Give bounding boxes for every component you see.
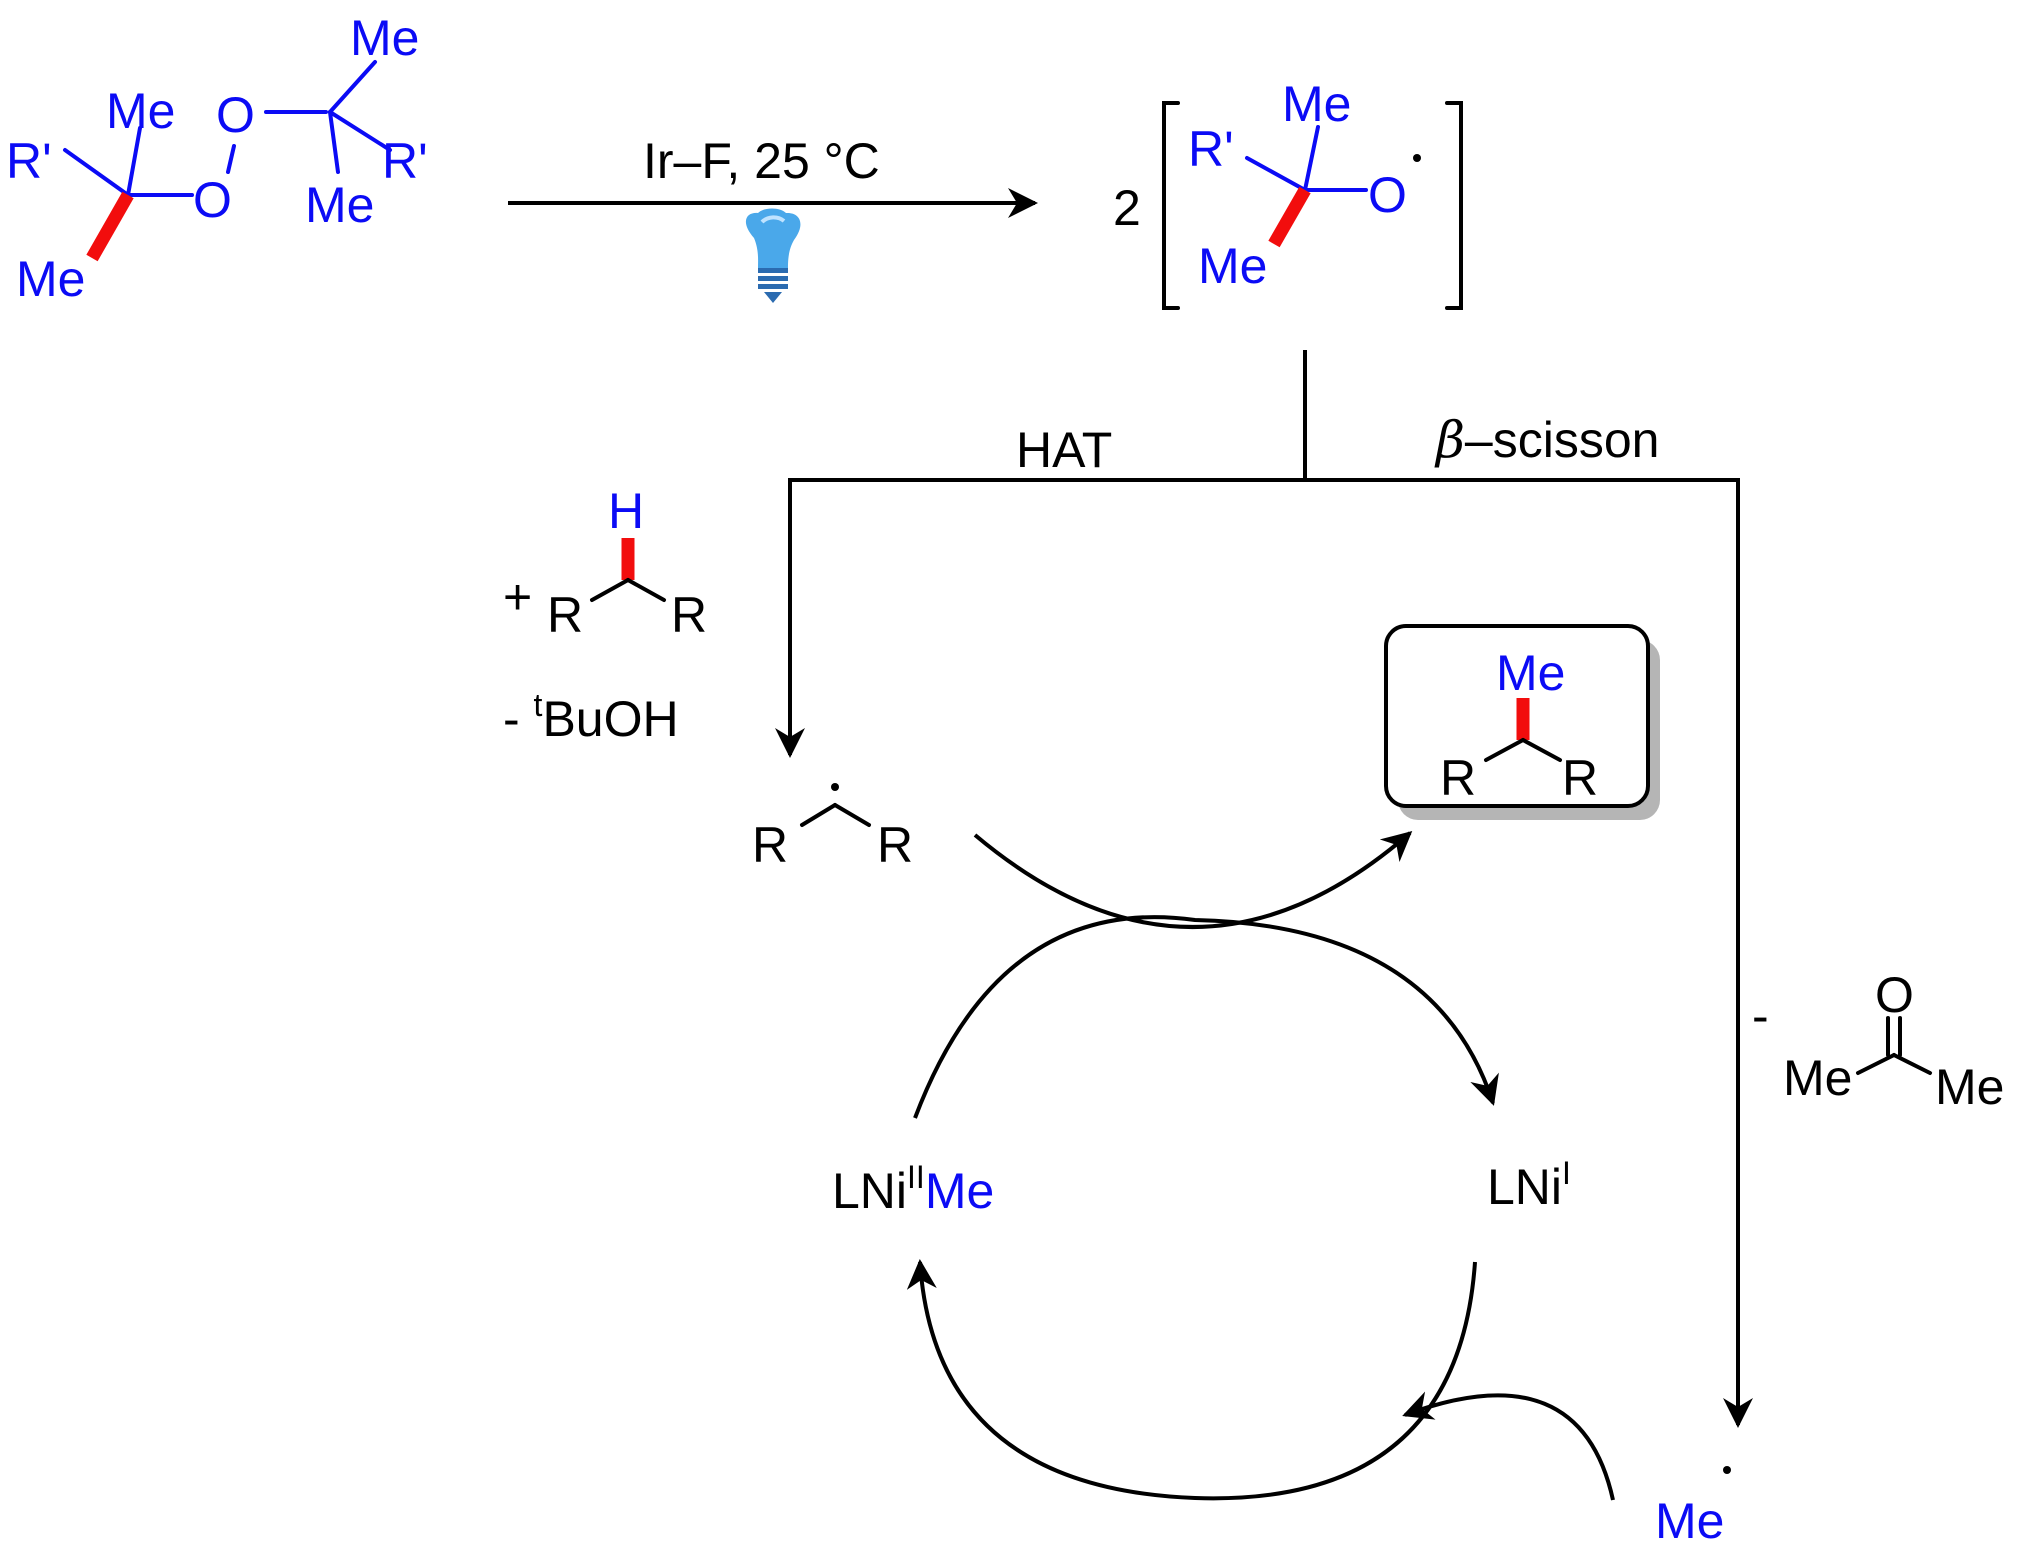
r-label: R xyxy=(1562,750,1598,806)
r-label: R xyxy=(877,817,913,873)
radical-dot xyxy=(1413,154,1421,162)
h-label: H xyxy=(608,483,644,539)
alkoxy-radical: 2 R' Me O Me xyxy=(1113,76,1463,310)
r-label: R xyxy=(752,817,788,873)
radical-capture-arrow xyxy=(973,831,1413,929)
oxygen-label: O xyxy=(216,87,255,143)
methyl-capture-arrow xyxy=(1402,1391,1615,1501)
tbuoh-loss: - tBuOH xyxy=(503,687,679,747)
oxygen-label: O xyxy=(1875,967,1914,1023)
me-label: Me xyxy=(1783,1050,1852,1106)
r-prime-label: R' xyxy=(6,133,52,189)
cycle-arc-top xyxy=(913,915,1499,1119)
me-label: Me xyxy=(106,83,175,139)
me-label: Me xyxy=(350,10,419,66)
methyl-radical-label: Me xyxy=(1655,1493,1724,1549)
me-label: Me xyxy=(1198,238,1267,294)
r-label: R xyxy=(547,587,583,643)
me-label: Me xyxy=(1282,76,1351,132)
oxygen-label: O xyxy=(193,172,232,228)
peroxide-structure: Me R' O O Me Me R' Me xyxy=(6,10,428,307)
beta-scission-label: β–scisson xyxy=(1434,411,1659,469)
plus-sign: + xyxy=(503,569,532,625)
coefficient: 2 xyxy=(1113,180,1141,236)
acetone-byproduct: - O Me Me xyxy=(1752,967,2004,1115)
radical-dot xyxy=(1723,1466,1731,1474)
me-label: Me xyxy=(1496,645,1565,701)
cycle-arc-bottom xyxy=(906,1259,1477,1501)
product-box: Me R R xyxy=(1384,624,1660,820)
ni-ii-methyl-label: LNiIIMe xyxy=(832,1159,994,1219)
me-label: Me xyxy=(305,177,374,233)
me-label: Me xyxy=(1935,1059,2004,1115)
me-label: Me xyxy=(16,251,85,307)
r-prime-label: R' xyxy=(1188,121,1234,177)
light-bulb-icon xyxy=(745,208,801,303)
reaction-conditions: Ir–F, 25 °C xyxy=(643,133,880,189)
r-label: R xyxy=(671,587,707,643)
r-label: R xyxy=(1440,750,1476,806)
minus-sign: - xyxy=(1752,988,1769,1044)
hat-label: HAT xyxy=(1016,422,1112,478)
alkyl-radical: R R xyxy=(752,783,913,873)
r-prime-label: R' xyxy=(382,133,428,189)
hat-substrate: + H R R xyxy=(503,483,707,643)
oxygen-label: O xyxy=(1368,167,1407,223)
ni-i-label: LNiI xyxy=(1487,1155,1571,1215)
